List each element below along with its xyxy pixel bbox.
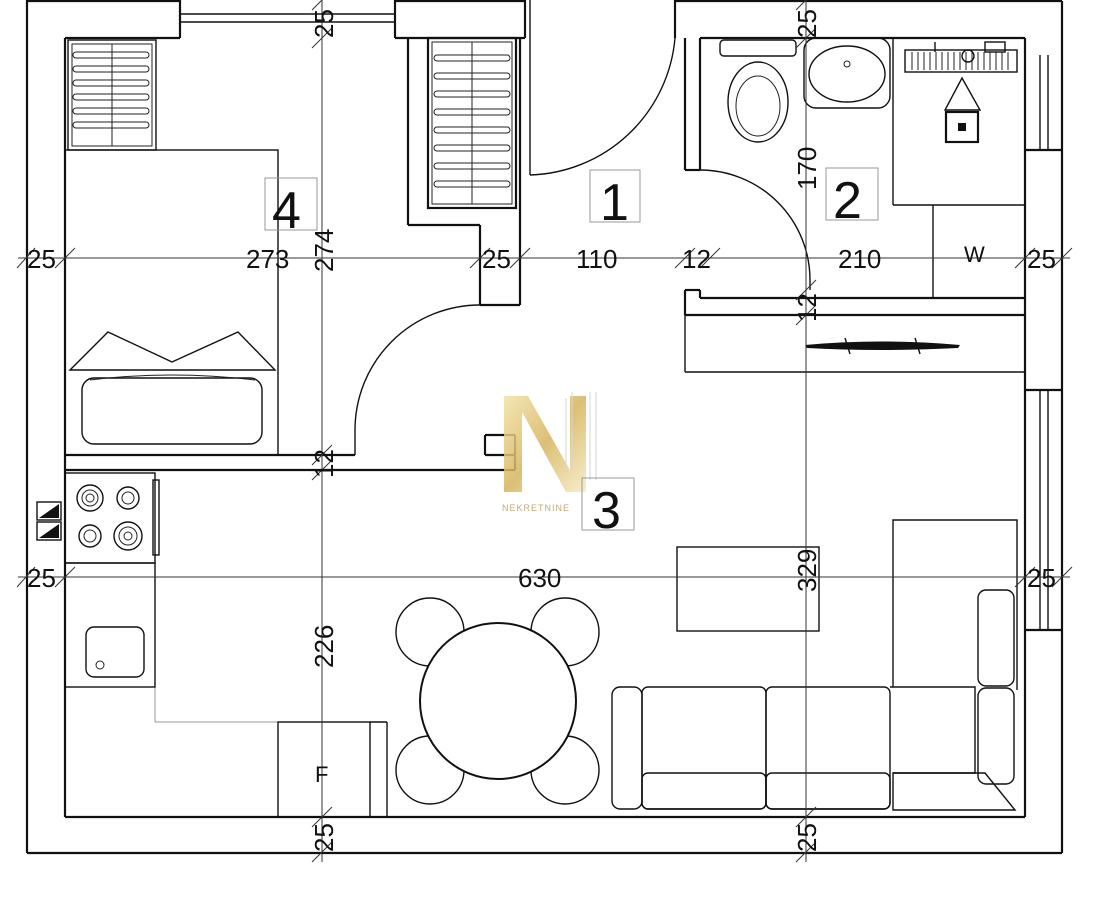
dim-bottom-right-wall: 25 — [792, 823, 822, 852]
dim-bath-width: 210 — [838, 244, 881, 274]
doors — [354, 0, 811, 455]
dim-room4-width: 273 — [246, 244, 289, 274]
dim-partition-b: 12 — [682, 244, 711, 274]
dim-top-left-wall: 25 — [309, 9, 339, 38]
sink-bath — [803, 37, 891, 109]
room-2-label: 2 — [833, 172, 862, 230]
wardrobe-left — [67, 39, 157, 151]
dim-kitchen-height: 226 — [309, 625, 339, 668]
dim-right-wall-lower: 25 — [1027, 563, 1056, 593]
dim-living-width: 630 — [518, 563, 561, 593]
toilet — [719, 39, 797, 143]
logo-text: NEKRETNINE — [502, 503, 570, 513]
kitchen-counter — [36, 472, 278, 723]
dim-partition-a: 25 — [482, 244, 511, 274]
room-4-label: 4 — [272, 182, 301, 240]
room-3-label: 3 — [592, 482, 621, 540]
sofa — [611, 519, 1018, 811]
dimension-lines — [16, 0, 1073, 863]
dimension-labels: 25 273 25 110 12 210 25 25 630 25 25 274… — [27, 9, 1056, 852]
dim-partition-c: 12 — [309, 449, 339, 478]
shower — [904, 41, 1018, 144]
tv — [805, 337, 960, 355]
washer-label: W — [964, 242, 985, 267]
dim-bath-partition: 12 — [792, 293, 822, 322]
dim-left-wall-upper: 25 — [27, 244, 56, 274]
coffee-table — [676, 546, 820, 632]
logo-watermark: NEKRETNINE — [502, 392, 597, 513]
stove-hobs — [76, 484, 143, 551]
bed — [64, 149, 279, 456]
fridge-label: F — [315, 762, 328, 787]
oven-knobs — [36, 501, 62, 541]
wardrobe-right — [426, 36, 518, 210]
dim-hall-width: 110 — [576, 244, 617, 274]
room-labels: 4 1 2 3 — [264, 167, 879, 540]
dim-bath-height: 170 — [792, 147, 822, 190]
dining-set — [395, 597, 600, 805]
dim-room4-height: 274 — [309, 229, 339, 272]
room-1-label: 1 — [600, 174, 629, 232]
fridge — [277, 721, 388, 818]
dim-top-right-wall: 25 — [792, 9, 822, 38]
dim-bottom-left-wall: 25 — [309, 823, 339, 852]
dim-right-wall-upper: 25 — [1027, 244, 1056, 274]
interior-walls — [65, 38, 1025, 472]
dim-living-height: 329 — [792, 549, 822, 592]
dim-left-wall-lower: 25 — [27, 563, 56, 593]
